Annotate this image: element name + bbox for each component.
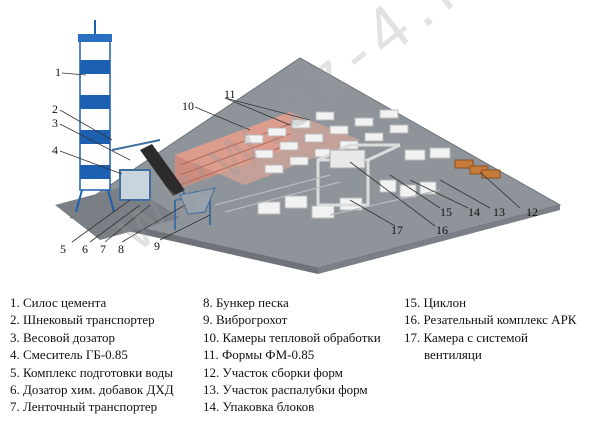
- legend-column-1: 1. Силос цемента 2. Шнековый транспортер…: [10, 294, 174, 416]
- legend-item: 11. Формы ФМ-0.85: [203, 347, 315, 363]
- factory-plant-diagram: [55, 20, 562, 274]
- heat-chamber-roof: [175, 112, 360, 185]
- callout-7: 7: [100, 242, 106, 256]
- factory-floor: [68, 57, 562, 269]
- callout-9: 9: [154, 239, 160, 253]
- legend-item: 6. Дозатор хим. добавок ДХД: [10, 382, 174, 398]
- callout-2: 2: [52, 102, 58, 116]
- legend-item: 15. Циклон: [404, 295, 467, 310]
- legend-column-3: 15. Циклон 16. Резательный комплекс АРК …: [404, 294, 576, 364]
- callout-14: 14: [468, 205, 480, 219]
- callout-13: 13: [493, 205, 505, 219]
- factory-floor-edge-right: [318, 205, 560, 274]
- legend-item: 3. Весовой дозатор: [10, 329, 115, 345]
- legend-item: 12. Участок сборки форм: [203, 364, 343, 380]
- legend-item: 1. Силос цемента: [10, 295, 107, 310]
- legend-item: 4. Смеситель ГБ-0.85: [10, 347, 128, 363]
- callout-3: 3: [52, 116, 58, 130]
- callout-4: 4: [52, 143, 58, 157]
- legend-item: 16. Резательный комплекс АРК: [404, 312, 577, 328]
- legend-item: 9. Виброгрохот: [203, 312, 288, 328]
- mixer-frame: [111, 139, 211, 230]
- leader-lines: [59, 72, 521, 243]
- callout-12: 12: [526, 205, 538, 219]
- legend-item: 8. Бункер песка: [203, 295, 289, 310]
- legend-item: 14. Упаковка блоков: [203, 399, 315, 415]
- legend-item: 2. Шнековый транспортер: [10, 312, 155, 328]
- callout-17: 17: [391, 223, 403, 237]
- belt-conveyor: [140, 144, 185, 196]
- legend-item: вентиляци: [424, 347, 482, 363]
- callout-6: 6: [82, 242, 88, 256]
- ventilation-chamber: [329, 149, 366, 169]
- cement-silo: [75, 20, 115, 213]
- legend-item: 10. Камеры тепловой обработки: [203, 329, 381, 345]
- callout-8: 8: [118, 242, 124, 256]
- sand-hopper: [179, 187, 216, 215]
- callout-1: 1: [55, 65, 61, 79]
- callout-15: 15: [440, 205, 452, 219]
- callout-11: 11: [224, 87, 236, 101]
- callout-16: 16: [436, 223, 448, 237]
- callout-5: 5: [60, 242, 66, 256]
- callout-10: 10: [182, 99, 194, 113]
- floor-rails: [214, 174, 441, 216]
- legend-column-2: 8. Бункер песка 9. Виброгрохот 10. Камер…: [203, 294, 381, 416]
- legend-item: 13. Участок распалубки форм: [203, 382, 368, 398]
- form-assembly-crates: [454, 159, 501, 179]
- legend-item: 7. Ленточный транспортер: [10, 399, 158, 415]
- legend-item: 5. Комплекс подготовки воды: [10, 364, 173, 380]
- legend-item: 17. Камера с системой: [404, 329, 528, 345]
